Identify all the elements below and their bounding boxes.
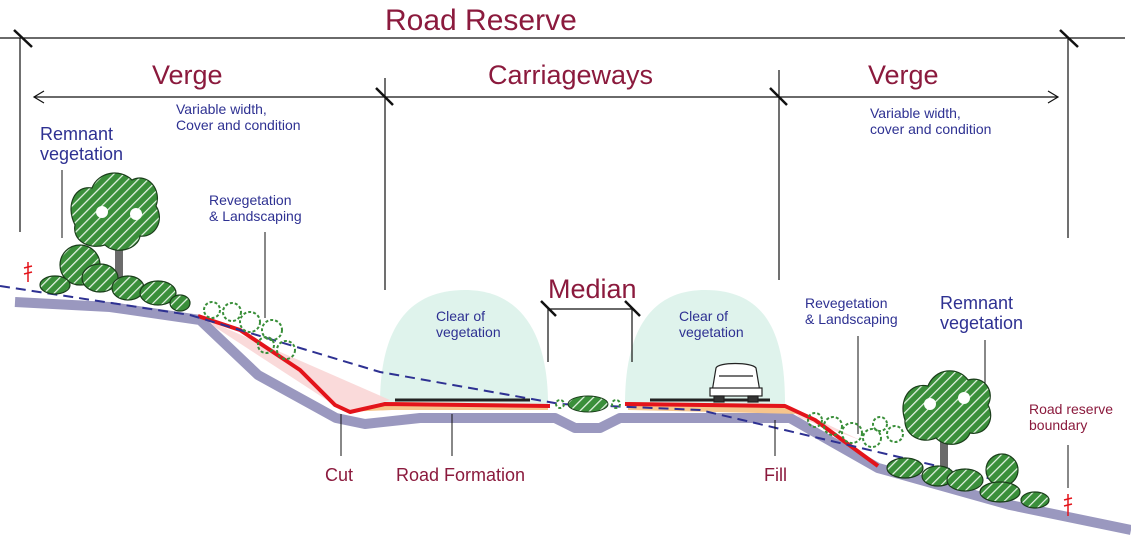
remnant-vegetation-right-label: Remnant vegetation <box>940 293 1024 334</box>
verge-left-note: Variable width, Cover and condition <box>176 101 301 133</box>
clear-zone-left <box>380 290 548 404</box>
natural-ground <box>14 297 1131 535</box>
verge-left-label: Verge <box>152 60 223 90</box>
boundary-post-right <box>1063 494 1073 516</box>
revegetation-right-label: Revegetation & Landscaping <box>805 295 898 327</box>
right-remnant-vegetation <box>886 370 1050 509</box>
clear-of-vegetation-right-label: Clear of vegetation <box>679 308 744 340</box>
remnant-vegetation-left-label: Remnant vegetation <box>40 124 124 165</box>
natural-surface-dashed <box>0 285 1006 483</box>
fill-label: Fill <box>764 465 787 485</box>
verge-right-note: Variable width, cover and condition <box>870 105 992 137</box>
left-remnant-vegetation <box>39 172 191 312</box>
verge-right-label: Verge <box>868 60 939 90</box>
fill-batter <box>624 402 880 468</box>
road-reserve-title: Road Reserve <box>385 4 577 37</box>
median-label: Median <box>548 274 637 304</box>
cut-label: Cut <box>325 465 354 485</box>
revegetation-left-label: Revegetation & Landscaping <box>209 192 302 224</box>
vehicle-icon <box>709 362 763 403</box>
left-revegetation <box>203 301 296 360</box>
median-vegetation <box>567 395 609 413</box>
road-reserve-boundary-label: Road reserve boundary <box>1029 401 1114 433</box>
boundary-post-left <box>23 262 33 282</box>
road-formation-label: Road Formation <box>396 465 526 485</box>
clear-of-vegetation-left-label: Clear of vegetation <box>436 308 501 340</box>
carriageways-label: Carriageways <box>488 60 654 90</box>
right-revegetation <box>807 412 904 448</box>
